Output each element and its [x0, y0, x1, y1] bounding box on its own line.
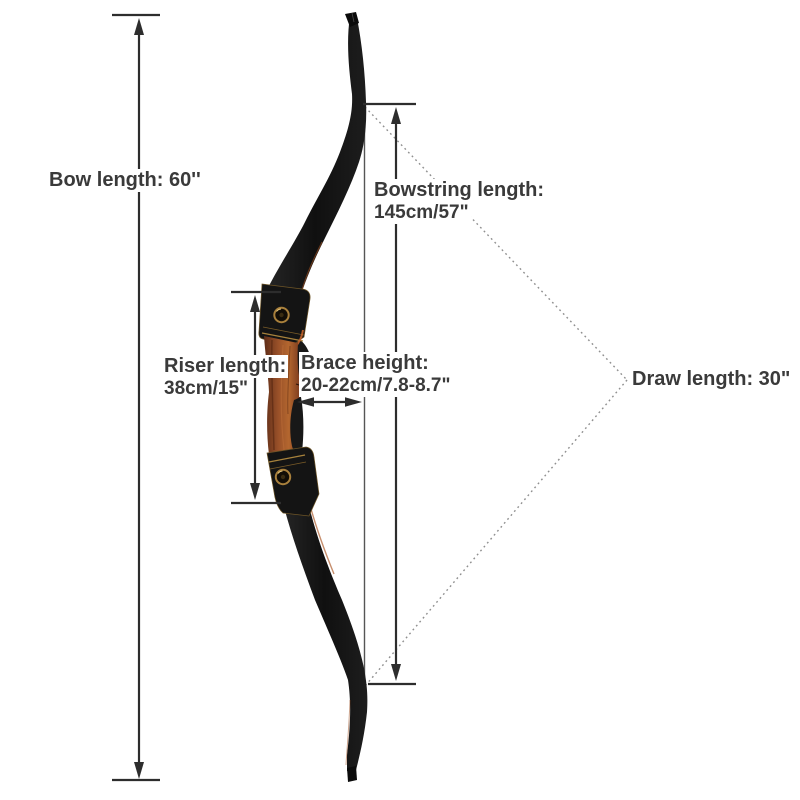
riser-length-value: 38cm/15" [162, 378, 251, 400]
brace-height-label: Brace height: 20-22cm/7.8-8.7" [299, 352, 453, 397]
top-limb-tip-cap [345, 12, 359, 27]
bowstring-length-value: 145cm/57" [372, 202, 471, 224]
top-limb [264, 16, 367, 301]
brace-height-title: Brace height: [299, 352, 431, 375]
bow-length-text: Bow length: 60'' [47, 169, 203, 192]
bow-length-label: Bow length: 60'' [47, 169, 203, 192]
draw-guide-upper-line [364, 106, 628, 381]
measure-bowstring-arrow-down [391, 664, 401, 681]
draw-length-label: Draw length: 30" [630, 368, 793, 391]
draw-guide-lower-line [364, 379, 628, 687]
riser [258, 283, 320, 517]
riser-bottom-pocket-gold-trim-2 [269, 461, 307, 470]
measure-brace-height [297, 397, 362, 407]
brace-height-value: 20-22cm/7.8-8.7" [299, 375, 453, 397]
measure-bowstring-arrow-up [391, 107, 401, 124]
riser-bolt-top [273, 306, 290, 324]
measure-riser-length [231, 290, 281, 505]
measure-brace-arrow-right [345, 397, 362, 407]
bottom-limb-tip-cap [347, 766, 357, 782]
top-limb-tip-notch [351, 12, 355, 23]
measure-brace-arrow-left [297, 397, 314, 407]
bowstring-length-label: Bowstring length: 145cm/57" [372, 179, 546, 224]
measure-bow-length-arrow-down [134, 762, 144, 779]
riser-top-pocket-gold-trim-2 [262, 326, 305, 336]
bottom-limb [281, 493, 368, 774]
riser-bottom-pocket-gold-trim [268, 454, 306, 463]
draw-length-text: Draw length: 30" [630, 368, 793, 391]
recurve-bow-illustration [258, 12, 368, 782]
draw-length-dotted-guides [364, 106, 628, 687]
measure-bow-length-arrow-up [134, 18, 144, 35]
measure-riser-arrow-up [250, 295, 260, 312]
riser-top-pocket-gold-trim [261, 332, 304, 342]
bottom-limb-edge-accent-2 [345, 699, 351, 766]
measure-riser-arrow-down [250, 483, 260, 500]
bowstring-length-title: Bowstring length: [372, 179, 546, 202]
riser-bolt-bottom [274, 468, 292, 486]
riser-bottom-pocket [266, 446, 320, 517]
riser-wood-grain-1 [270, 339, 275, 451]
riser-wood-grain-3 [287, 345, 291, 415]
riser-length-label: Riser length: 38cm/15" [162, 355, 289, 400]
measure-bow-length [112, 13, 160, 782]
riser-length-title: Riser length: [162, 355, 289, 378]
